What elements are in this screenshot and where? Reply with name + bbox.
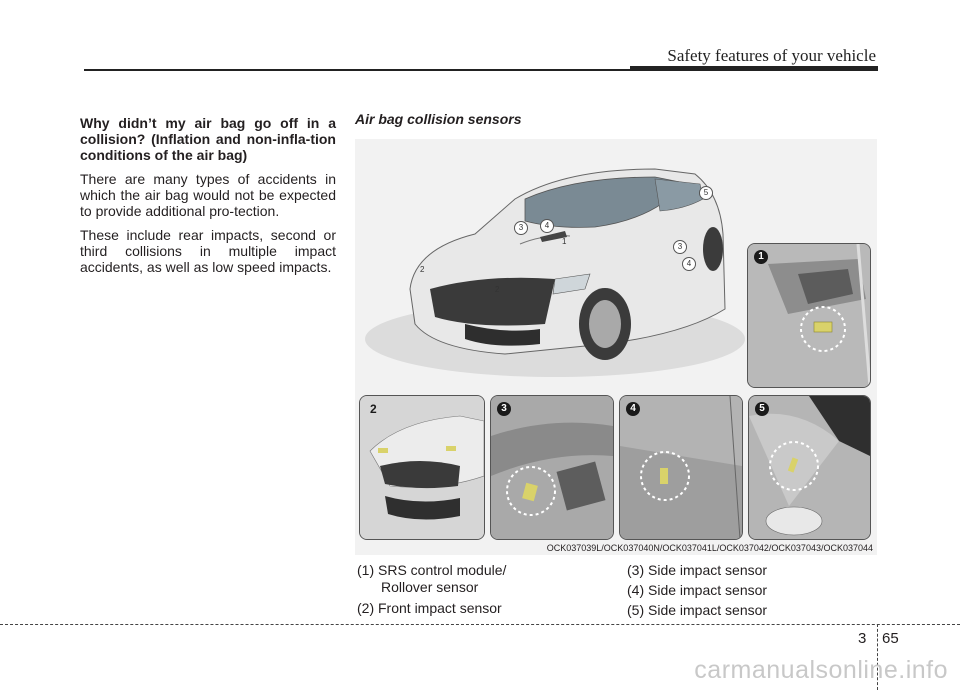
legend-right: (3) Side impact sensor (4) Side impact s… <box>627 560 877 620</box>
legend-item-1-line1: (1) SRS control module/ <box>357 562 507 578</box>
panel-4-label: 4 <box>626 402 640 416</box>
section-title: Air bag collision sensors <box>355 111 522 127</box>
footer-divider <box>877 624 878 690</box>
car-illustration <box>365 168 745 377</box>
question-heading: Why didn’t my air bag go off in a collis… <box>80 115 336 163</box>
legend-item-2: (2) Front impact sensor <box>357 600 502 616</box>
panel-5-label: 5 <box>755 402 769 416</box>
callout-5-pillar: 5 <box>699 186 713 200</box>
figure-caption: OCK037039L/OCK037040N/OCK037041L/OCK0370… <box>546 543 873 553</box>
callout-3-hood: 3 <box>514 221 528 235</box>
chapter-number: 3 <box>858 630 867 647</box>
panel-3-label: 3 <box>497 402 511 416</box>
callout-2-right: 2 <box>495 285 500 294</box>
callout-3-door: 3 <box>673 240 687 254</box>
detail-panel-3: 3 <box>490 395 614 540</box>
running-header: Safety features of your vehicle <box>667 46 876 65</box>
legend-item-5: (5) Side impact sensor <box>627 602 768 618</box>
detail-panel-4: 4 <box>619 395 743 540</box>
left-column: Why didn’t my air bag go off in a collis… <box>80 115 336 283</box>
panel-1-label: 1 <box>754 250 768 264</box>
callout-4-door: 4 <box>682 257 696 271</box>
watermark: carmanualsonline.info <box>694 656 948 684</box>
page-number: 65 <box>882 630 899 647</box>
legend-item-1: (1) SRS control module/ Rollover sensor <box>357 560 617 594</box>
footer-rule <box>0 624 960 625</box>
callout-1-console: 1 <box>562 237 567 246</box>
paragraph-1: There are many types of accidents in whi… <box>80 171 336 219</box>
callout-2-left: 2 <box>420 265 425 274</box>
paragraph-2: These include rear impacts, second or th… <box>80 227 336 275</box>
detail-panel-2: 2 <box>359 395 485 540</box>
callout-4-hood: 4 <box>540 219 554 233</box>
panel-2-label: 2 <box>370 402 377 416</box>
header-rule <box>84 69 878 71</box>
legend-item-1-line2: Rollover sensor <box>381 579 479 595</box>
legend-item-4: (4) Side impact sensor <box>627 582 768 598</box>
legend-left: (1) SRS control module/ Rollover sensor … <box>357 560 617 618</box>
detail-panel-5: 5 <box>748 395 871 540</box>
legend-item-3: (3) Side impact sensor <box>627 562 768 578</box>
header-rule-accent <box>630 66 878 71</box>
sensor-figure: 3 4 1 2 2 3 4 5 1 2 <box>355 139 877 555</box>
detail-panel-1: 1 <box>747 243 871 388</box>
